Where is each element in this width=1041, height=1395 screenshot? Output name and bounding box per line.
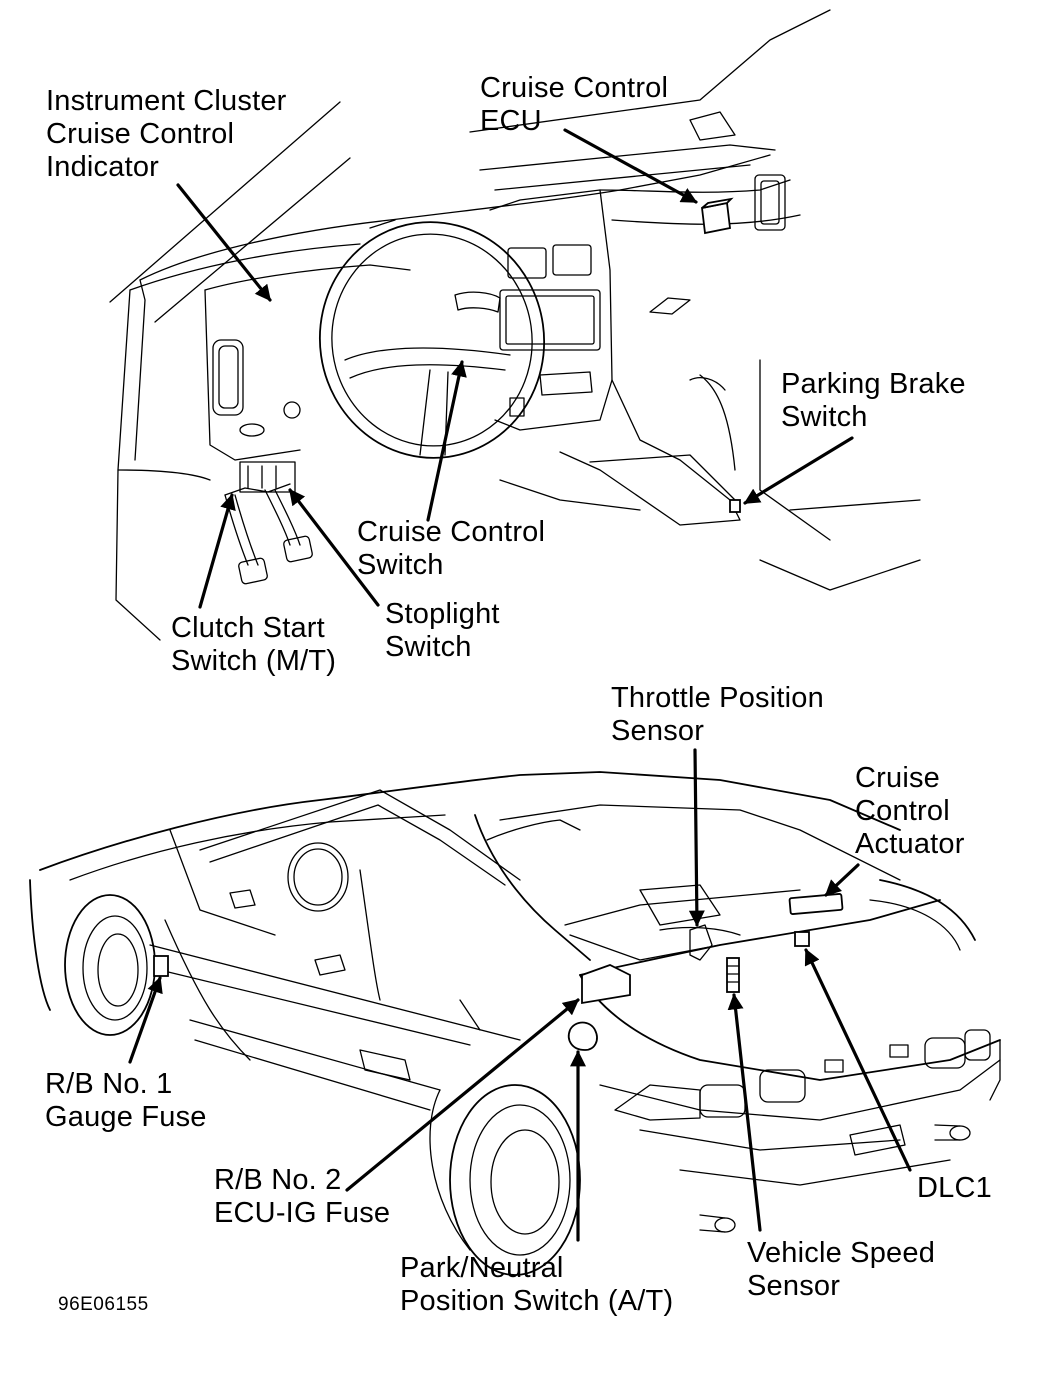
label-cruise-control-ecu: Cruise Control ECU — [480, 72, 669, 137]
label-vehicle-speed-sensor: Vehicle Speed Sensor — [747, 1237, 936, 1302]
leader-clutch-start-switch — [198, 493, 236, 609]
gauge-fuse-block — [153, 955, 169, 977]
label-stoplight-switch: Stoplight Switch — [385, 598, 500, 663]
park-neutral-switch-body — [567, 1021, 598, 1051]
leader-vehicle-speed-sensor — [727, 993, 762, 1232]
dashboard-illustration — [109, 9, 921, 641]
leader-instrument-cluster — [176, 183, 272, 302]
label-rb2-ecu-ig-fuse: R/B No. 2 ECU-IG Fuse — [214, 1164, 391, 1229]
leader-cruise-control-ecu — [563, 128, 698, 204]
leader-cruise-control-switch — [426, 360, 467, 522]
leader-parking-brake-switch — [743, 436, 854, 505]
leader-throttle-position-sensor — [688, 748, 705, 927]
vehicle-illustration — [29, 771, 1001, 1276]
label-dlc1: DLC1 — [917, 1172, 992, 1204]
leader-stoplight-switch — [288, 488, 380, 607]
label-clutch-start-switch: Clutch Start Switch (M/T) — [171, 612, 337, 677]
cruise-actuator-body — [788, 893, 844, 915]
dlc1-connector — [794, 931, 810, 947]
leader-dlc1 — [804, 948, 912, 1172]
lower-leader-lines — [128, 748, 912, 1242]
leader-rb2-ecu-ig-fuse — [345, 998, 580, 1192]
label-instrument-cluster-indicator: Instrument Cluster Cruise Control Indica… — [46, 85, 287, 183]
figure-id: 96E06155 — [58, 1294, 149, 1315]
label-cruise-control-actuator: Cruise Control Actuator — [855, 762, 965, 860]
label-cruise-control-switch: Cruise Control Switch — [357, 516, 546, 581]
leader-rb1-gauge-fuse — [128, 976, 163, 1064]
label-throttle-position-sensor: Throttle Position Sensor — [611, 682, 824, 747]
label-parking-brake-switch: Parking Brake Switch — [781, 368, 966, 433]
upper-leader-lines — [176, 128, 854, 609]
leader-cruise-control-actuator — [824, 863, 860, 897]
label-rb1-gauge-fuse: R/B No. 1 Gauge Fuse — [45, 1068, 207, 1133]
speed-sensor-body — [726, 957, 740, 993]
label-park-neutral-switch: Park/Neutral Position Switch (A/T) — [400, 1252, 674, 1317]
ecu-ig-fuse-block — [581, 964, 631, 1005]
